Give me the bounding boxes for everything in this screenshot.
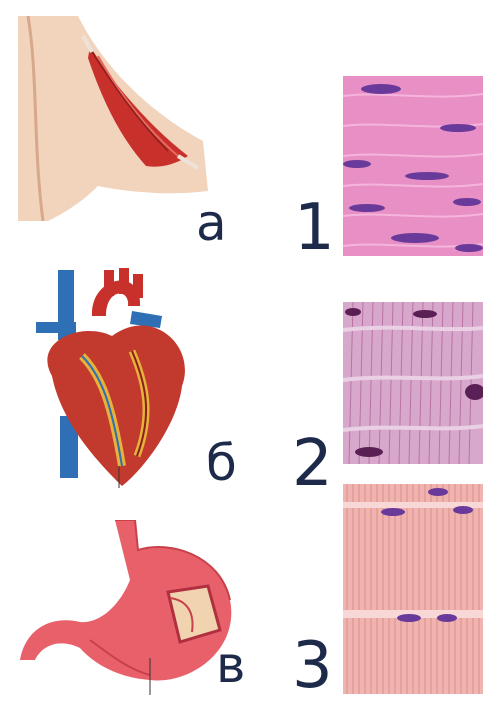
heart-illustration — [22, 266, 192, 488]
tissue-label-3: 3 — [292, 634, 333, 698]
tissue-label-2: 2 — [292, 432, 333, 496]
organ-label-b: б — [206, 438, 237, 488]
arm-muscle-illustration — [18, 16, 208, 221]
tissue-label-1: 1 — [294, 196, 335, 260]
stomach-illustration — [20, 520, 240, 695]
organ-label-a: а — [196, 198, 227, 248]
skeletal-muscle-tissue-micrograph — [343, 484, 483, 694]
cardiac-muscle-tissue-micrograph — [343, 302, 483, 464]
organ-label-c: в — [216, 640, 245, 690]
smooth-muscle-tissue-micrograph — [343, 76, 483, 256]
